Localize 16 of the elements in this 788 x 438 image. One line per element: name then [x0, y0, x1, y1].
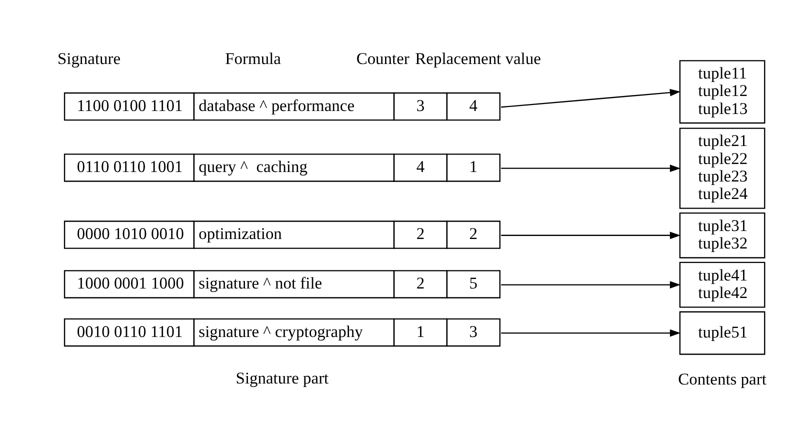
label: Formula — [225, 48, 281, 68]
arrow — [501, 88, 681, 108]
label: Contents part — [678, 368, 766, 388]
label: Counter — [356, 48, 410, 68]
label: Signature part — [236, 368, 329, 387]
node-box: tuple21 tuple22 tuple23 tuple24 — [679, 127, 766, 208]
node-box: tuple11 tuple12 tuple13 — [679, 60, 766, 124]
arrow — [501, 280, 681, 288]
label: Replacement value — [415, 48, 541, 68]
arrow — [501, 231, 681, 239]
node-box: tuple31 tuple32 — [679, 212, 766, 258]
arrow — [501, 164, 681, 172]
node-box: tuple51 — [679, 310, 766, 354]
label: Signature — [57, 48, 121, 68]
node-box: tuple41 tuple42 — [679, 261, 766, 308]
arrow — [501, 328, 681, 336]
